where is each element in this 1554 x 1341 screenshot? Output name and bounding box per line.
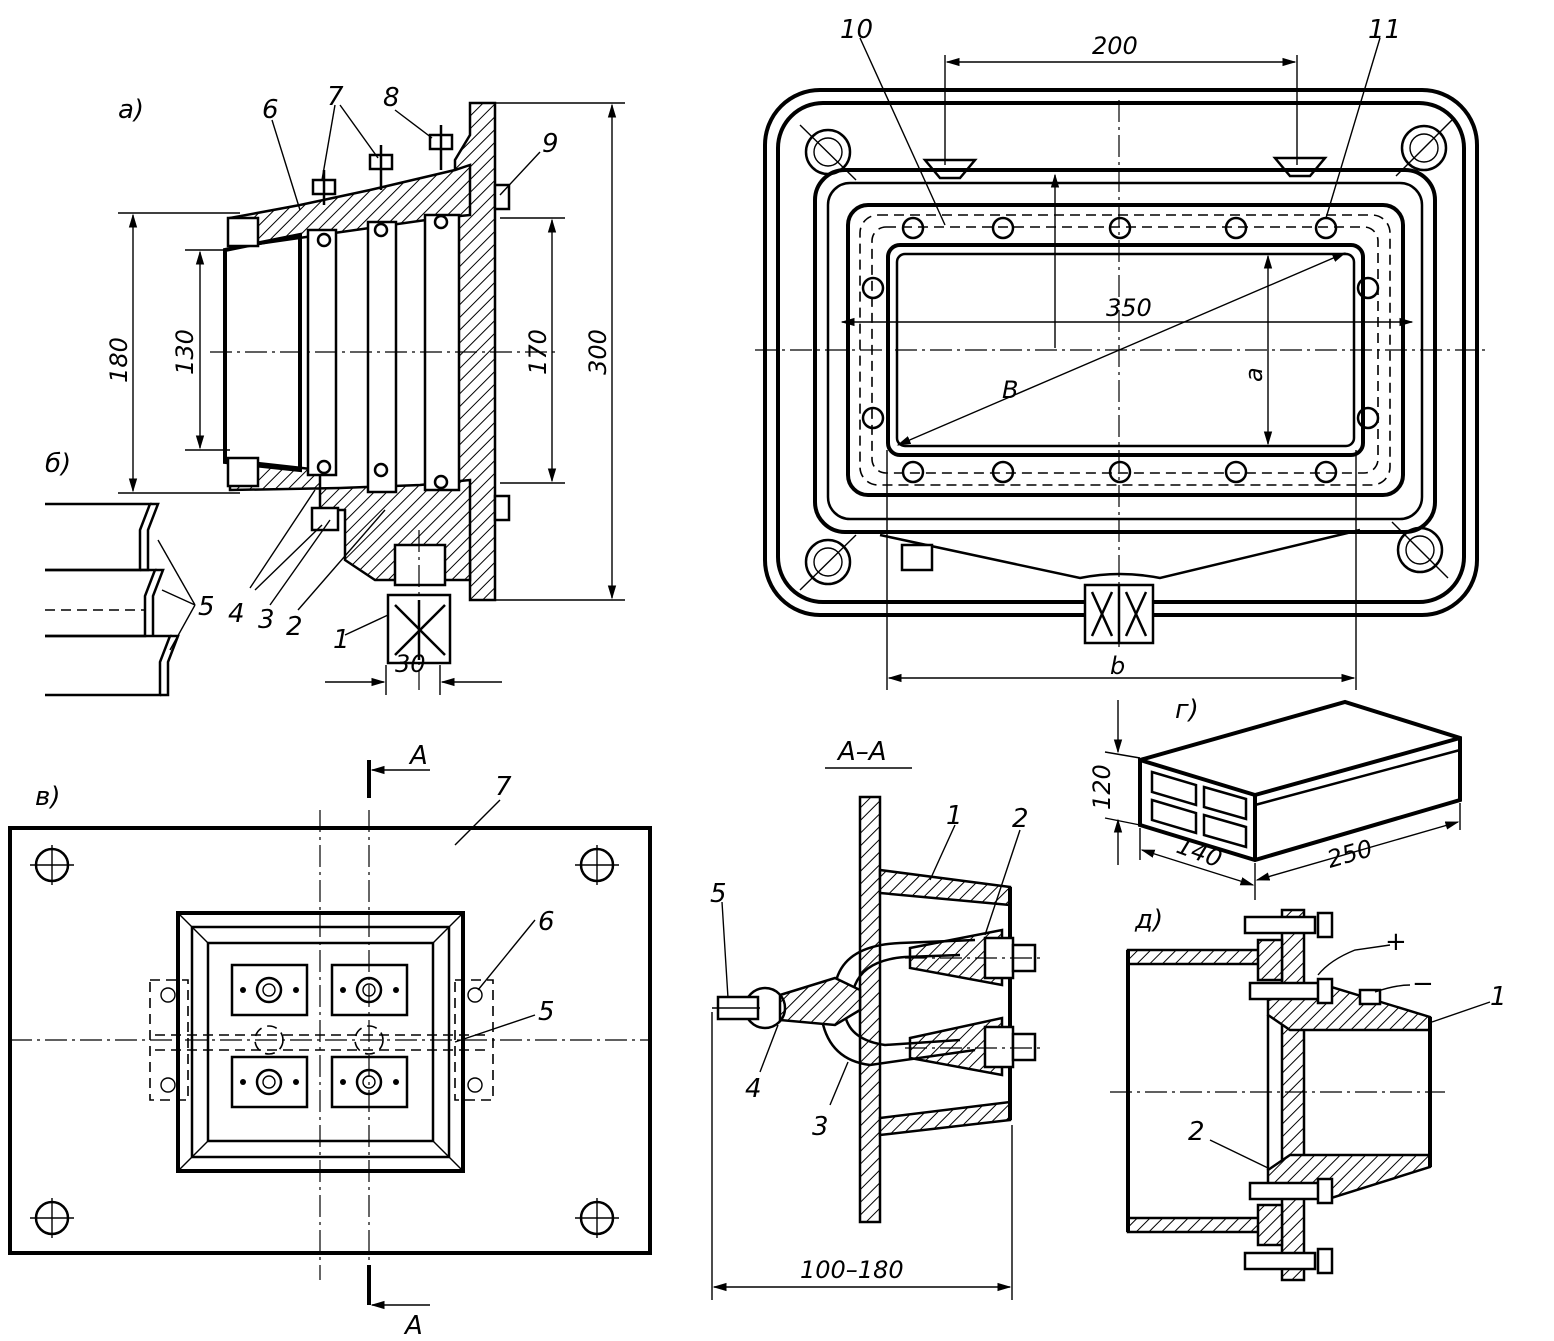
flange-d xyxy=(1280,908,1306,1282)
strip-2 xyxy=(45,568,157,638)
bolt-head xyxy=(226,456,260,488)
part-4: 4 xyxy=(228,599,245,629)
rivet xyxy=(433,474,449,490)
bolt-head xyxy=(226,216,260,248)
bolt-head xyxy=(493,494,511,522)
inner-cone xyxy=(223,232,302,473)
part-3-aa: 3 xyxy=(812,1112,829,1142)
contact-blocks xyxy=(230,963,409,1109)
view-g: г) 120 140 250 xyxy=(1088,695,1462,900)
pipe-top-wall xyxy=(1126,948,1275,966)
dim-350: 350 xyxy=(1106,294,1152,322)
pipe-bottom-wall xyxy=(1126,1216,1275,1234)
part-6: 6 xyxy=(262,95,279,125)
dim-120: 120 xyxy=(1088,764,1116,810)
rivet xyxy=(316,232,332,248)
rivet xyxy=(316,459,332,475)
view-d-tag: д) xyxy=(1134,905,1163,935)
dim-100-180: 100–180 xyxy=(800,1256,904,1284)
part-6-v: 6 xyxy=(538,907,555,937)
view-b: б) 5 xyxy=(45,449,215,697)
dim-B: B xyxy=(1002,376,1018,404)
view-top-right: 200 350 B a b 10 11 xyxy=(755,15,1490,690)
bottom-bulge xyxy=(879,528,1361,580)
dim-130: 130 xyxy=(171,329,199,375)
section-title: А–А xyxy=(836,737,887,767)
dim-a: a xyxy=(1240,367,1268,382)
strip-1 xyxy=(45,502,152,572)
dim-170: 170 xyxy=(524,329,552,375)
brick-holes xyxy=(1150,770,1248,849)
dim-180: 180 xyxy=(105,337,133,383)
funnel-11 xyxy=(1272,156,1328,178)
strip-3 xyxy=(45,634,172,697)
dim-b: b xyxy=(1110,652,1125,680)
part-2-d: 2 xyxy=(1188,1117,1205,1147)
insert-plate-2 xyxy=(366,220,398,494)
bolts-d xyxy=(1243,911,1382,1275)
part-1-d: 1 xyxy=(1490,982,1507,1012)
view-b-tag: б) xyxy=(45,449,71,479)
corner-lugs xyxy=(799,119,1453,591)
part-2-aa: 2 xyxy=(1012,804,1029,834)
wire-minus xyxy=(1374,984,1411,993)
part-1-aa: 1 xyxy=(946,801,963,831)
dim-300: 300 xyxy=(584,329,612,375)
part-5-b: 5 xyxy=(198,592,215,622)
part-7: 7 xyxy=(327,82,344,112)
sleeve-top xyxy=(878,868,1012,907)
gland-body xyxy=(393,543,447,587)
part-5-aa: 5 xyxy=(710,879,727,909)
view-section-aa: А–А 100–180 1 2 5 4 3 xyxy=(710,737,1045,1300)
rivet xyxy=(373,222,389,238)
contact-cone-lower xyxy=(908,1016,1004,1077)
view-a-tag: а) xyxy=(118,95,144,125)
view-v: в) xyxy=(8,741,652,1341)
bolt-head xyxy=(493,183,511,211)
part-10: 10 xyxy=(840,15,873,45)
part-11: 11 xyxy=(1368,15,1401,45)
ground-terminal xyxy=(900,543,934,572)
funnel-10 xyxy=(922,158,978,180)
view-g-tag: г) xyxy=(1175,695,1199,725)
section-mark-bottom: A xyxy=(403,1311,423,1341)
view-a: а) xyxy=(105,82,625,695)
part-4-aa: 4 xyxy=(745,1074,762,1104)
view-d: д) + − 1 2 xyxy=(1110,905,1507,1282)
part-7-v: 7 xyxy=(495,772,512,802)
part-2: 2 xyxy=(286,612,303,642)
part-5-v: 5 xyxy=(538,997,555,1027)
view-v-tag: в) xyxy=(35,782,60,812)
dim-250: 250 xyxy=(1324,834,1376,874)
polarity-minus: − xyxy=(1412,969,1434,999)
wall-plate xyxy=(858,795,882,1224)
polarity-plus: + xyxy=(1385,927,1407,957)
sleeve-bottom xyxy=(878,1100,1012,1137)
rivet xyxy=(433,214,449,230)
part-3: 3 xyxy=(258,605,275,635)
part-1: 1 xyxy=(333,625,350,655)
clamp-bolt xyxy=(778,976,862,1027)
part-9: 9 xyxy=(542,129,559,159)
section-mark-top: A xyxy=(408,741,428,771)
dim-30: 30 xyxy=(395,650,426,678)
rivet xyxy=(373,462,389,478)
dim-200: 200 xyxy=(1092,32,1138,60)
wire-plus xyxy=(1317,944,1391,976)
bolt-head xyxy=(310,506,340,532)
terminal-studs xyxy=(311,125,454,205)
inner-frame xyxy=(813,168,1437,534)
part-8: 8 xyxy=(383,83,400,113)
